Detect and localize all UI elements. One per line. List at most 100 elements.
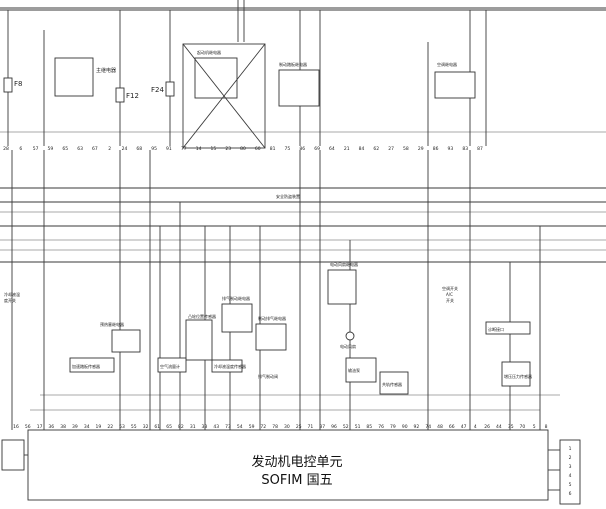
label-left-1: 冷却液温: [4, 291, 20, 297]
bottom-pin: 37: [319, 424, 325, 430]
top-pin: 62: [373, 146, 379, 152]
relay-label-starter: 起动机继电器: [197, 49, 221, 55]
starter-relay-box: [194, 57, 238, 99]
top-pin: 27: [388, 146, 394, 152]
ecu-box: [27, 429, 549, 501]
top-pin: 58: [403, 146, 409, 152]
bottom-pin: 72: [260, 424, 266, 430]
label-boost: 增压压力传感器: [504, 373, 532, 379]
top-pin: 95: [151, 146, 157, 152]
bottom-pin: 78: [272, 424, 278, 430]
fan-motor: [345, 331, 355, 341]
fuse-f12: [115, 87, 125, 103]
fan-relay-box: [327, 269, 357, 305]
bus-lines: [0, 7, 606, 411]
top-pin: 29: [418, 146, 424, 152]
top-pin: 6: [19, 146, 22, 152]
bottom-pin: 8: [545, 424, 548, 430]
bottom-pin: 31: [190, 424, 196, 430]
top-relays: [54, 43, 476, 149]
label-pedal: 加速踏板传感器: [72, 363, 100, 369]
main-relay-box: [54, 57, 94, 97]
bottom-pin: 79: [390, 424, 396, 430]
mid-wires: [11, 150, 541, 430]
bottom-pin: 54: [237, 424, 243, 430]
bottom-pin: 16: [13, 424, 19, 430]
left-connector-box: [1, 439, 25, 471]
label-ac-switch-2: A/C: [446, 292, 453, 297]
top-pin: 68: [136, 146, 142, 152]
fuse-label-f8: F8: [14, 80, 22, 88]
fuse-label-f12: F12: [126, 92, 139, 100]
bottom-pin: 22: [107, 424, 113, 430]
top-pin: 83: [462, 146, 468, 152]
rail-sensor-box: [379, 371, 409, 395]
bottom-pin: 43: [213, 424, 219, 430]
right-pin: 6: [569, 491, 572, 497]
fuse-f8: [3, 77, 13, 93]
label-fuel-pump: 输油泵: [348, 367, 360, 373]
top-pin: 2: [108, 146, 111, 152]
preheat-relay-box: [111, 329, 141, 353]
top-pin: 86: [299, 146, 305, 152]
fuse-label-f24: F24: [151, 86, 164, 94]
ac-relay-box: [434, 71, 476, 99]
top-pin: 69: [314, 146, 320, 152]
top-pin: 93: [448, 146, 454, 152]
top-pin: 64: [329, 146, 335, 152]
bottom-pin: 70: [520, 424, 526, 430]
bottom-pin: 25: [296, 424, 302, 430]
right-pin: 5: [569, 482, 572, 488]
fuse-f24: [165, 81, 175, 97]
label-air-flow: 空气流量计: [160, 363, 180, 369]
label-fan: 电动风扇: [340, 343, 356, 349]
bottom-pin: 61: [154, 424, 160, 430]
label-ac-switch-1: 空调开关: [442, 285, 458, 291]
top-pin: 60: [255, 146, 261, 152]
bottom-pin: 32: [143, 424, 149, 430]
bottom-pin: 92: [414, 424, 420, 430]
top-pin: 67: [92, 146, 98, 152]
top-pin: 81: [270, 146, 276, 152]
coolant-box: [211, 359, 243, 373]
diag-box: [485, 321, 531, 335]
right-pin: 3: [569, 464, 572, 470]
relay-label-egr: 排气制动继电器: [222, 295, 250, 301]
relay-label-fan: 电动风扇继电器: [330, 261, 358, 267]
top-pin: 63: [77, 146, 83, 152]
cam-sensor-box: [185, 319, 213, 361]
bottom-pin: 56: [25, 424, 31, 430]
air-flow-box: [157, 357, 187, 373]
bottom-pin: 65: [166, 424, 172, 430]
bottom-pin: 76: [378, 424, 384, 430]
label-diag: 诊断接口: [488, 326, 504, 332]
relay-label-ac: 空调继电器: [437, 61, 457, 67]
label-ac-switch-3: 开关: [446, 297, 454, 303]
top-pin: 28: [3, 146, 9, 152]
label-coolant: 冷却液温度传感器: [214, 363, 246, 369]
label-security: 安全防盗装置: [276, 193, 300, 199]
bottom-pin: 39: [72, 424, 78, 430]
top-pin: 80: [240, 146, 246, 152]
bottom-pin: 53: [119, 424, 125, 430]
label-rail-sensor: 共轨传感器: [382, 381, 402, 387]
egr-relay-box: [221, 303, 253, 333]
left-connector: [1, 439, 28, 471]
bottom-pin: 26: [484, 424, 490, 430]
bottom-pin: 55: [131, 424, 137, 430]
bottom-pin: 36: [48, 424, 54, 430]
bottom-pin: 71: [308, 424, 314, 430]
bottom-pin: 96: [331, 424, 337, 430]
bottom-pin: 59: [249, 424, 255, 430]
bottom-pin: 30: [284, 424, 290, 430]
relay-label-exhaust-brake: 制动排气继电器: [258, 315, 286, 321]
top-pin: 77: [181, 146, 187, 152]
bottom-pin: 4: [474, 424, 477, 430]
bottom-pin: 48: [437, 424, 443, 430]
bottom-pin: 33: [202, 424, 208, 430]
bottom-pin: 35: [508, 424, 514, 430]
